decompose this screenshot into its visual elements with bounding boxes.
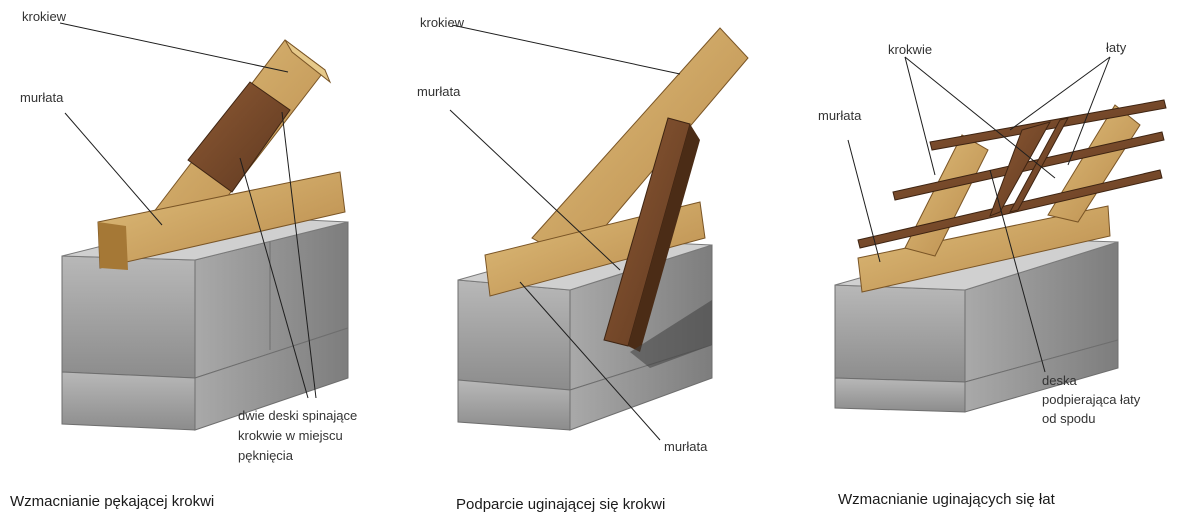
- label-wall-plate: murłata: [818, 108, 862, 123]
- label-rafter: krokiew: [22, 9, 67, 24]
- panel-2-leaders: [449, 24, 681, 441]
- label-boards-line1: dwie deski spinające: [238, 408, 357, 423]
- panel-2-illustration: [457, 27, 749, 431]
- panel-1-leaders: [59, 22, 317, 399]
- label-wall-plate-top: murłata: [417, 84, 461, 99]
- panel-1-illustration: [61, 39, 349, 431]
- label-board-line3: od spodu: [1042, 411, 1096, 426]
- label-wall-plate: murłata: [20, 90, 64, 105]
- panel-1-labels: krokiew murłata dwie deski spinające kro…: [20, 9, 357, 463]
- battens-wood: [857, 99, 1167, 249]
- label-boards-line2: krokwie w miejscu: [238, 428, 343, 443]
- label-rafters: krokwie: [888, 42, 932, 57]
- label-board-line2: podpierająca łaty: [1042, 392, 1141, 407]
- splice-boards: [187, 81, 291, 193]
- panel-3-labels: krokwie łaty murłata deska podpierająca …: [818, 40, 1141, 426]
- label-battens: łaty: [1106, 40, 1127, 55]
- label-board-line1: deska: [1042, 373, 1077, 388]
- panel-2-labels: krokiew murłata murłata: [417, 15, 708, 454]
- label-rafter: krokiew: [420, 15, 465, 30]
- label-boards-line3: pęknięcia: [238, 448, 294, 463]
- panel-3-illustration: [834, 99, 1167, 413]
- label-wall-plate-bottom: murłata: [664, 439, 708, 454]
- caption-panel-1: Wzmacnianie pękającej krokwi: [10, 493, 214, 510]
- caption-panel-3: Wzmacnianie uginających się łat: [838, 491, 1056, 508]
- panel-3-leaders: [847, 56, 1111, 373]
- captions: Wzmacnianie pękającej krokwi Podparcie u…: [10, 491, 1056, 513]
- wall-plate-wood: [857, 205, 1111, 293]
- caption-panel-2: Podparcie uginającej się krokwi: [456, 496, 665, 513]
